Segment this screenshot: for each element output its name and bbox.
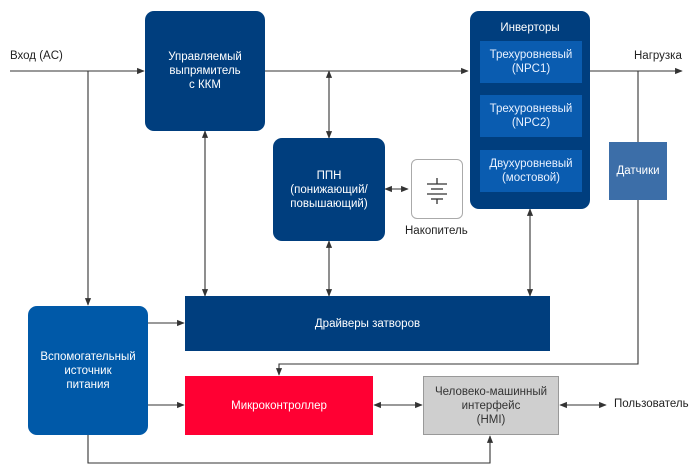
gate-drivers-label: Драйверы затворов (314, 317, 421, 330)
sensors-label: Датчики (616, 165, 660, 177)
inverter-bridge: Двухуровневый (мостовой) (480, 150, 582, 192)
rectifier-line-1: Управляемый (168, 51, 242, 63)
rectifier-block: Управляемый выпрямитель с ККМ (145, 11, 265, 131)
inverter-npc2-line-2: (NPC2) (511, 117, 551, 129)
gate-drivers-block: Драйверы затворов (185, 296, 550, 351)
inverter-npc2-line-1: Трехуровневый (489, 103, 573, 115)
converter-block: ППН (понижающий/ повышающий) (273, 138, 385, 241)
hmi-line-1: Человеко-машинный (434, 385, 548, 398)
aux-power-line-2: источник (64, 364, 112, 377)
aux-power-line-3: питания (66, 378, 110, 391)
microcontroller-label: Микроконтроллер (231, 399, 327, 412)
inverter-npc2: Трехуровневый (NPC2) (480, 95, 582, 137)
storage-label: Накопитель (405, 225, 468, 237)
input-label: Вход (AC) (10, 50, 63, 62)
aux-power-block: Вспомогательный источник питания (28, 306, 148, 435)
sensors-block: Датчики (609, 142, 667, 200)
converter-line-2: (понижающий/ (290, 183, 368, 196)
wire-sensors-mcu (275, 199, 639, 376)
rectifier-line-2: выпрямитель (169, 65, 241, 77)
user-label: Пользователь (614, 398, 689, 410)
inverter-npc1-line-2: (NPC1) (511, 63, 551, 75)
inverters-title: Инверторы (500, 22, 560, 34)
aux-power-line-1: Вспомогательный (40, 350, 136, 363)
converter-line-1: ППН (316, 169, 342, 182)
wire-aux-hmi (87, 435, 494, 464)
inverter-bridge-line-1: Двухуровневый (489, 158, 573, 170)
inverter-npc1: Трехуровневый (NPC1) (480, 41, 582, 83)
hmi-line-2: интерфейс (461, 399, 521, 412)
battery-icon (427, 178, 447, 204)
inverters-block: Инверторы Трехуровневый (NPC1) Трехуровн… (470, 11, 590, 209)
microcontroller-block: Микроконтроллер (185, 376, 373, 435)
inverter-npc1-line-1: Трехуровневый (489, 49, 573, 61)
hmi-line-3: (HMI) (476, 413, 506, 426)
rectifier-line-3: с ККМ (189, 79, 221, 91)
load-label: Нагрузка (634, 50, 682, 62)
storage-block (411, 159, 463, 219)
hmi-block: Человеко-машинный интерфейс (HMI) (423, 376, 559, 435)
inverter-bridge-line-2: (мостовой) (501, 172, 561, 184)
converter-line-3: повышающий) (290, 197, 368, 210)
